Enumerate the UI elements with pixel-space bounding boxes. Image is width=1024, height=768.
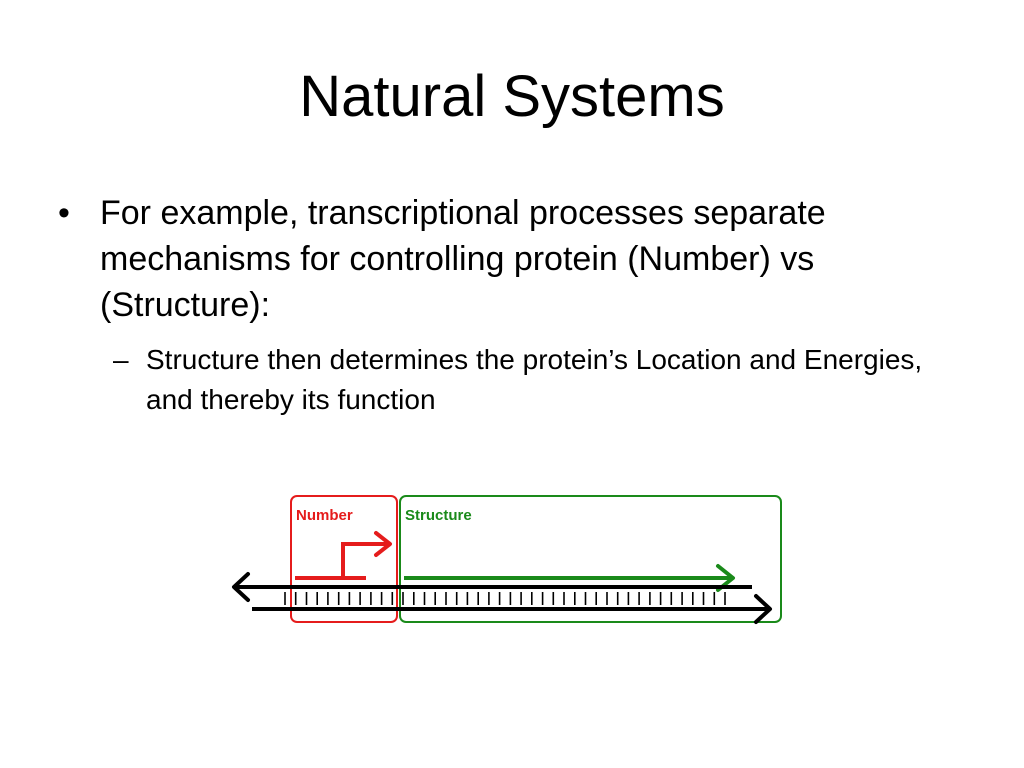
sub-bullet-item: – Structure then determines the protein’… (113, 340, 963, 420)
structure-box (399, 495, 782, 623)
bullet-item: • For example, transcriptional processes… (58, 190, 968, 328)
number-box-label: Number (296, 507, 353, 524)
number-box (290, 495, 398, 623)
bullet-text: For example, transcriptional processes s… (100, 194, 826, 324)
sub-bullet-marker: – (113, 344, 129, 375)
promoter-arrow (295, 531, 392, 580)
bullet-marker: • (58, 194, 70, 232)
dna-top-strand (232, 572, 752, 602)
dna-bottom-strand (252, 594, 772, 624)
structure-box-label: Structure (405, 507, 472, 524)
slide-title: Natural Systems (299, 64, 725, 129)
base-pair-ticks (284, 592, 726, 605)
sub-bullet-text: Structure then determines the protein’s … (146, 344, 923, 415)
